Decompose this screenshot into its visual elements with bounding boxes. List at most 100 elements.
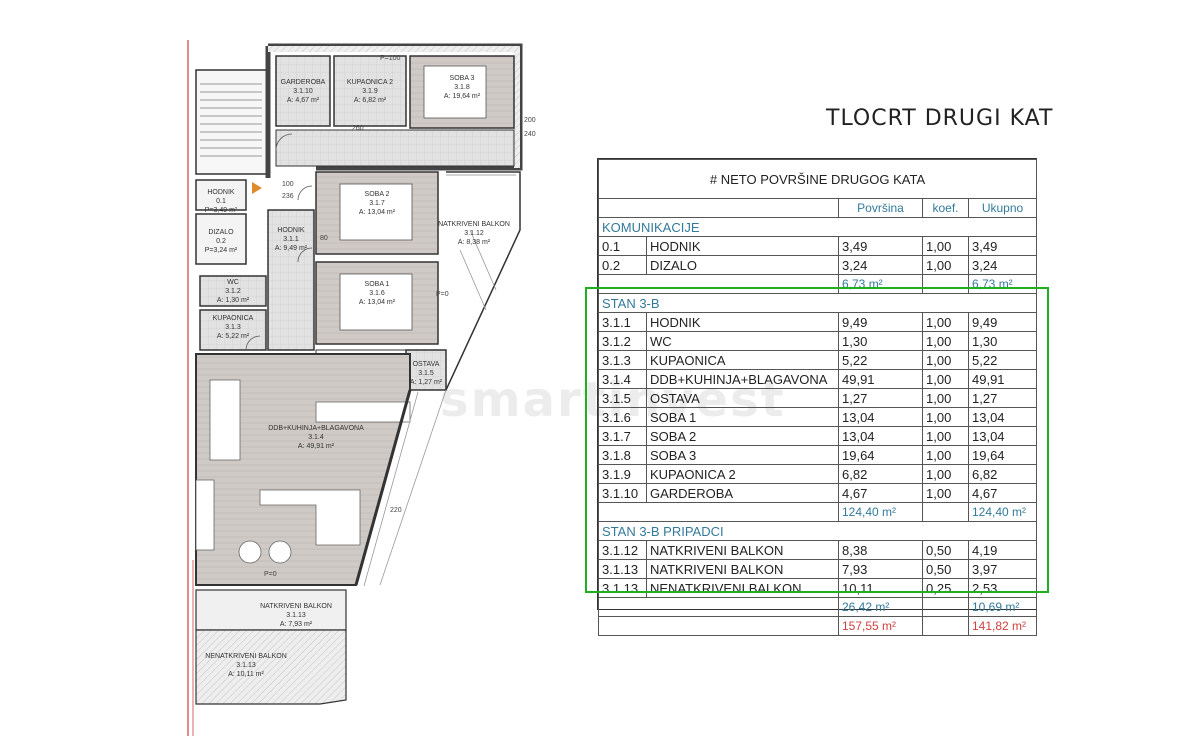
room-label-code: 3.1.4 <box>308 434 324 441</box>
room-code: 0.1 <box>598 236 647 256</box>
dim-label-8: P=0 <box>436 291 449 298</box>
room-total: 3,97 <box>968 559 1037 579</box>
col-header-area: Površina <box>838 198 923 218</box>
room-total: 5,22 <box>968 350 1037 370</box>
room-area: 3,49 <box>838 236 923 256</box>
section-row: KOMUNIKACIJE <box>598 217 1037 237</box>
dim-label-4: 236 <box>282 193 294 200</box>
highlight-box-stan-3b <box>585 287 1049 593</box>
room-area: 1,27 <box>838 388 923 408</box>
room-area: 49,91 <box>838 369 923 389</box>
staircase <box>195 69 269 175</box>
room-label-name: NATKRIVENI BALKON <box>260 603 332 610</box>
room-label-area: A: 4,67 m² <box>287 97 320 104</box>
dim-label-7: P=0 <box>264 571 277 578</box>
room-label-name: DDB+KUHINJA+BLAGAVONA <box>268 425 364 432</box>
room-label-code: 3.1.13 <box>236 662 256 669</box>
room-total: 1,27 <box>968 388 1037 408</box>
room-total: 3,49 <box>968 236 1037 256</box>
room-coef: 1,00 <box>922 236 969 256</box>
room-label-name: GARDEROBA <box>281 79 326 86</box>
room-label-code: 3.1.6 <box>369 290 385 297</box>
section-sum-total: 10,69 m² <box>968 597 1037 617</box>
room-label-name: NENATKRIVENI BALKON <box>205 653 287 660</box>
room-label-area: P=3,24 m² <box>205 247 238 254</box>
grand-total-area: 157,55 m² <box>838 616 923 636</box>
room-coef: 1,00 <box>922 255 969 275</box>
room-name: HODNIK <box>646 236 839 256</box>
grand-total-weighted: 141,82 m² <box>968 616 1037 636</box>
room-code: 3.1.9 <box>598 464 647 484</box>
room-coef: 1,00 <box>922 445 969 465</box>
room-total: 3,24 <box>968 255 1037 275</box>
dim-label-3: 260 <box>352 125 364 132</box>
room-code: 3.1.3 <box>598 350 647 370</box>
room-total: 19,64 <box>968 445 1037 465</box>
room-label-name: SOBA 2 <box>365 191 390 198</box>
room-area: 8,38 <box>838 540 923 560</box>
room-label-area: A: 1,30 m² <box>217 297 250 304</box>
balcony-uncovered <box>195 629 347 705</box>
room-coef: 1,00 <box>922 369 969 389</box>
room-code: 3.1.8 <box>598 445 647 465</box>
room-label-area: A: 6,82 m² <box>354 97 387 104</box>
room-label-name: HODNIK <box>277 227 305 234</box>
room-label-area: A: 9,49 m² <box>275 245 308 252</box>
room-label-name: KUPAONICA <box>213 315 254 322</box>
section-title: KOMUNIKACIJE <box>598 217 1037 237</box>
col-header-coef: koef. <box>922 198 969 218</box>
dim-label-9: 220 <box>390 507 402 514</box>
room-label-code: 3.1.13 <box>286 612 306 619</box>
section-sum-row: 26,42 m² 10,69 m² <box>598 597 1037 617</box>
room-label-code: 3.1.3 <box>225 324 241 331</box>
room-area: 9,49 <box>838 312 923 332</box>
room-label-name: WC <box>227 279 239 286</box>
col-header-total: Ukupno <box>968 198 1037 218</box>
room-label-area: A: 10,11 m² <box>228 671 264 678</box>
room-name: OSTAVA <box>646 388 839 408</box>
room-label-code: 3.1.1 <box>283 236 299 243</box>
room-label-name: NATKRIVENI BALKON <box>438 221 510 228</box>
room-label-area: A: 5,22 m² <box>217 333 250 340</box>
room-label-area: A: 7,93 m² <box>280 621 313 628</box>
room-label-code: 3.1.8 <box>454 84 470 91</box>
dim-label-6: 100 <box>282 181 294 188</box>
room-label-area: A: 13,04 m² <box>359 209 396 216</box>
room-label-name: HODNIK <box>207 189 235 196</box>
empty-cell <box>598 597 839 617</box>
room-label-area: A: 19,64 m² <box>444 93 481 100</box>
room-label-code: 3.1.9 <box>362 88 378 95</box>
room-name: KUPAONICA 2 <box>646 464 839 484</box>
room-total: 13,04 <box>968 407 1037 427</box>
room-label-code: 3.1.2 <box>225 288 241 295</box>
room-label-name: SOBA 1 <box>365 281 390 288</box>
room-name: DIZALO <box>646 255 839 275</box>
empty-cell <box>922 616 969 636</box>
room-label-area: A: 49,91 m² <box>298 443 335 450</box>
room-total: 4,19 <box>968 540 1037 560</box>
room-label-code: 3.1.5 <box>418 370 434 377</box>
room-name: SOBA 3 <box>646 445 839 465</box>
dim-label-5: 80 <box>320 235 328 242</box>
empty-cell <box>922 597 969 617</box>
section-sum-area: 26,42 m² <box>838 597 923 617</box>
page-title: TLOCRT DRUGI KAT <box>826 106 1054 131</box>
room-label-code: 0.2 <box>216 238 226 245</box>
room-area: 7,93 <box>838 559 923 579</box>
room-coef: 1,00 <box>922 483 969 503</box>
empty-cell <box>598 616 839 636</box>
room-label-code: 0.1 <box>216 198 226 205</box>
room-code: 3.1.13 <box>598 559 647 579</box>
room-coef: 1,00 <box>922 464 969 484</box>
dim-label-2: 240 <box>524 131 536 138</box>
room-code: 0.2 <box>598 255 647 275</box>
